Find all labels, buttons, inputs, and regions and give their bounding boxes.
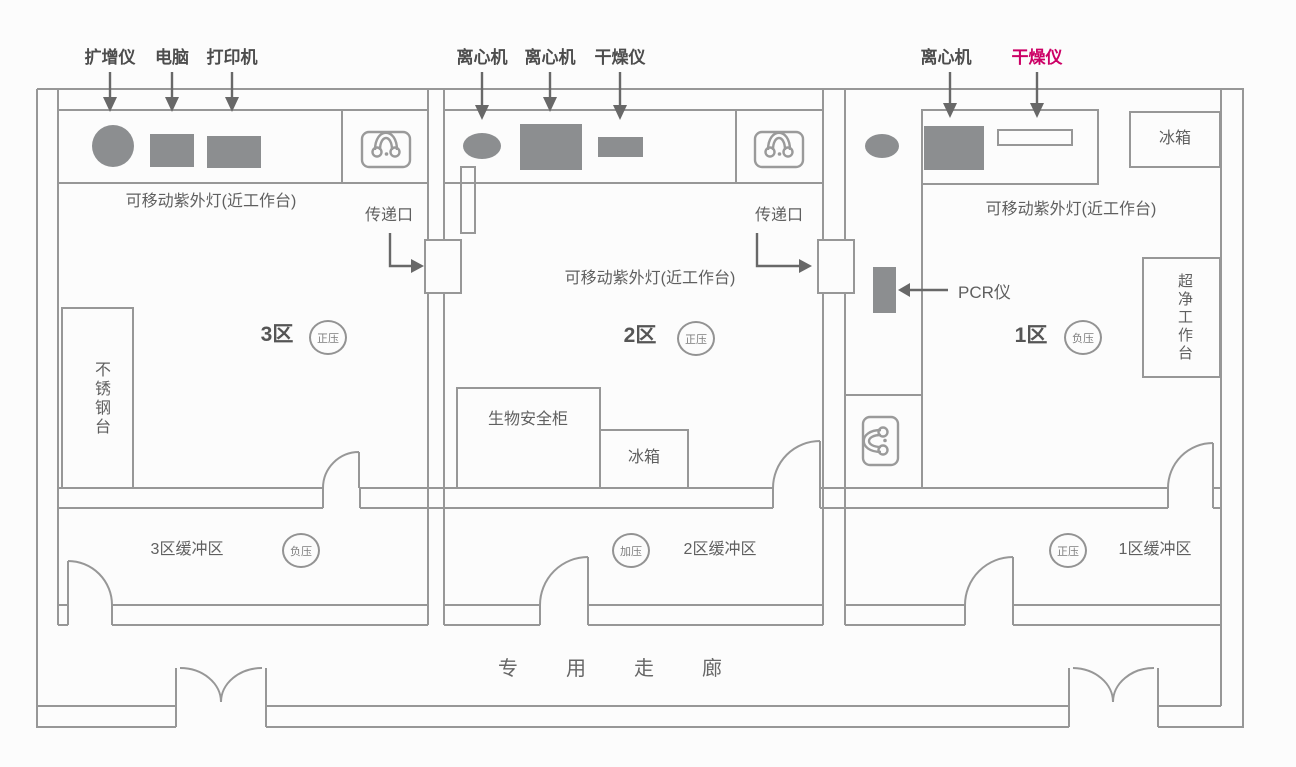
centrifuge-rect-zone2 [520,124,582,170]
zone2-name: 2区 [623,324,657,347]
door-zone2 [772,440,821,489]
pass-window-label-left: 传递口 [364,207,413,224]
centrifuge-label-zone1: 离心机 [920,48,972,67]
buffer1-name: 1区缓冲区 [1118,541,1192,558]
clean-bench-label: 超净工作台 [1176,272,1193,363]
sink-icon-zone2 [753,130,805,169]
centrifuge-ellipse-zone1 [865,134,899,158]
double-door-left [175,667,267,727]
uv-lamp-note-zone3: 可移动紫外灯(近工作台) [125,193,297,210]
zone3-workbench [57,109,429,184]
buffer3-pressure-badge: 负压 [282,533,320,568]
zone1-fridge-box [1129,111,1221,168]
dryer-label-zone2: 干燥仪 [594,48,646,67]
centrifuge-label-zone2-a: 离心机 [456,48,508,67]
wall-zone2-zone1 [822,89,846,625]
pass-window-label-right: 传递口 [754,207,803,224]
pass-boxes [424,239,855,294]
buffer1-pressure-badge: 正压 [1049,533,1087,568]
zone3-pressure-badge: 正压 [309,320,347,355]
dryer-outline-rect [997,129,1073,146]
equipment-shapes [92,124,984,313]
corridor-label: 专用走廊 [498,658,770,680]
doors [67,440,1214,727]
door-buffer3 [67,560,113,606]
clean-bench-box [1142,257,1221,378]
door-buffer2 [539,556,589,606]
wall-buffers-corridor [58,604,1221,626]
zone2-fridge-box [599,429,689,489]
biosafety-cabinet-label: 生物安全柜 [487,411,568,428]
buffer2-pressure-badge: 加压 [612,533,650,568]
amplifier-label: 扩增仪 [84,48,136,67]
dryer-label-zone1-highlighted: 干燥仪 [1011,48,1063,67]
computer-rect [150,134,194,167]
pass-box-left [424,239,462,294]
amplifier-circle [92,125,134,167]
printer-label: 打印机 [206,48,258,67]
dryer-rect-zone2 [598,137,643,157]
wall-rooms-buffers [58,487,1221,509]
pcr-instrument-rect [873,267,896,313]
pass-arrow-right [755,233,799,268]
steel-table-label: 不锈钢台 [92,360,109,437]
zone2-narrow-panel [460,166,476,234]
door-zone3 [322,451,360,489]
uv-lamp-note-zone2: 可移动紫外灯(近工作台) [564,270,736,287]
printer-rect [207,136,261,168]
sink-icon-zone3 [360,130,412,169]
pass-box-right [817,239,855,294]
wall-zone3-zone2 [427,89,445,625]
centrifuge-ellipse-zone2 [463,133,501,159]
furniture [57,109,1221,489]
buffer2-name: 2区缓冲区 [683,541,757,558]
zone1-pressure-badge: 负压 [1064,320,1102,355]
zone1-workbench [921,109,1099,185]
door-zone1 [1167,442,1214,489]
computer-label: 电脑 [155,48,189,67]
centrifuge-label-zone2-b: 离心机 [524,48,576,67]
centrifuge-rect-zone1 [924,126,984,170]
pcr-label: PCR仪 [958,283,1011,302]
pass-arrow-left [388,233,411,268]
steel-table-box [61,307,134,489]
zone1-name: 1区 [1014,324,1048,347]
zone2-pressure-badge: 正压 [677,321,715,356]
sink-icon-zone1 [861,415,900,467]
zone3-name: 3区 [260,323,294,346]
zone2-workbench [443,109,824,184]
double-door-right [1068,667,1159,727]
fridge-label-zone2: 冰箱 [627,449,660,466]
door-buffer1 [964,556,1014,606]
outer-walls [36,88,1244,728]
uv-lamp-note-zone1: 可移动紫外灯(近工作台) [985,201,1157,218]
buffer3-name: 3区缓冲区 [150,541,224,558]
biosafety-cabinet-box [456,387,601,489]
callout-arrows [103,72,1044,297]
fridge-label-zone1: 冰箱 [1158,130,1191,147]
